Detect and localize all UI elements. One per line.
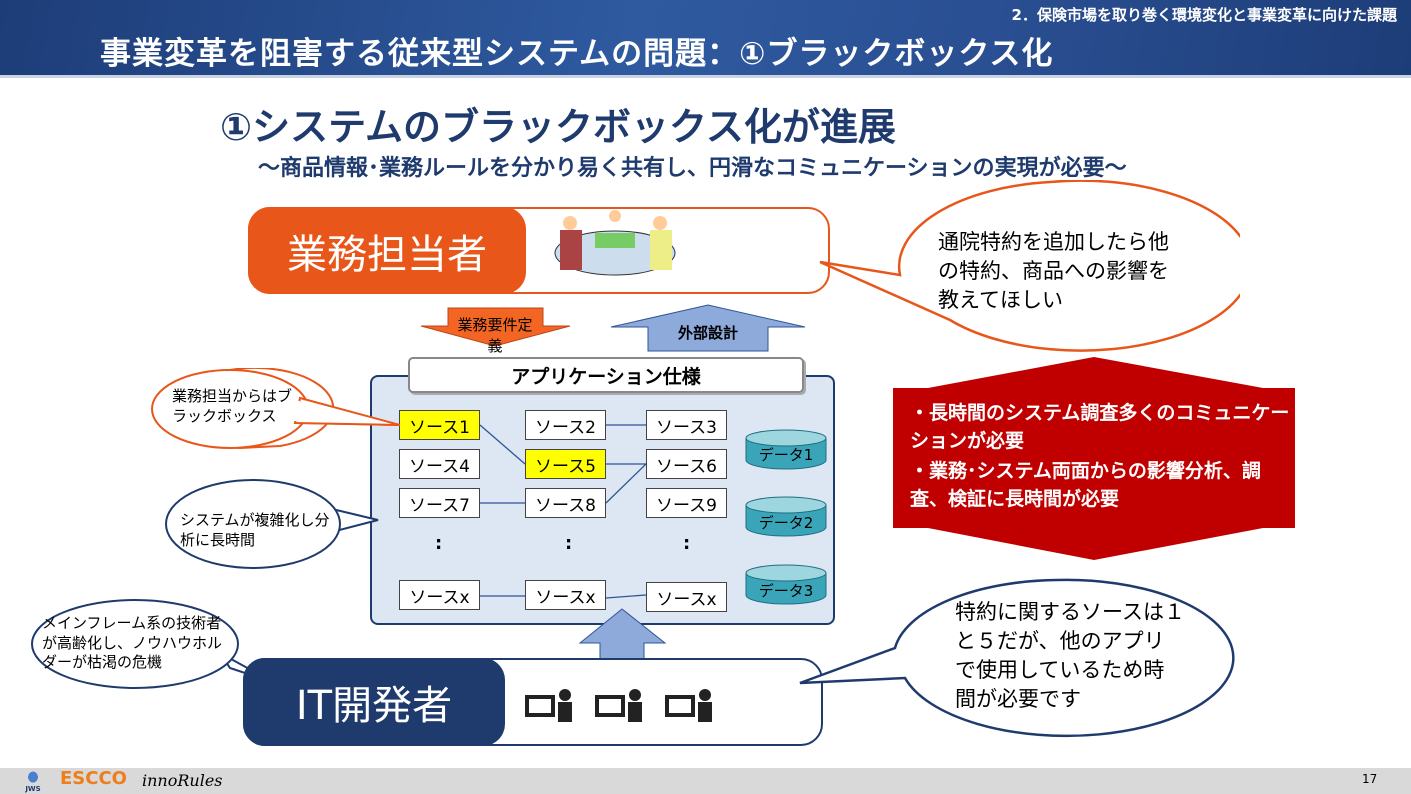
main-heading: ①システムのブラックボックス化が進展 bbox=[220, 105, 896, 149]
it-speech-bubble bbox=[799, 578, 1235, 738]
source-4: ソース4 bbox=[399, 449, 480, 479]
data-1-label: データ1 bbox=[758, 446, 814, 464]
bubble-mainframe-text: メインフレーム系の技術者が高齢化し、ノウハウホルダーが枯渇の危機 bbox=[42, 614, 223, 671]
source-5: ソース5 bbox=[525, 449, 606, 479]
header-band bbox=[0, 0, 1411, 78]
red-box-text-1: ・長時間のシステム調査多くのコミュニケーションが必要 bbox=[910, 402, 1290, 452]
source-8: ソース8 bbox=[525, 488, 606, 518]
data-3-label: データ3 bbox=[758, 582, 814, 600]
business-bubble-text: 通院特約を追加したら他の特約、商品への影響を教えてほしい bbox=[938, 230, 1169, 312]
bubble-blackbox-text: 業務担当からはブラックボックス bbox=[172, 387, 293, 426]
database-icon bbox=[745, 496, 827, 537]
source-7: ソース7 bbox=[399, 488, 480, 518]
bubble-outline-1 bbox=[151, 369, 400, 449]
business-label: 業務担当者 bbox=[248, 207, 526, 294]
jws-logo: JWS bbox=[18, 768, 48, 794]
database-icon bbox=[745, 564, 827, 605]
source-6: ソース6 bbox=[646, 449, 727, 479]
business-speech-bubble bbox=[819, 180, 1240, 352]
ellipsis: : bbox=[565, 533, 573, 554]
up-arrow-label: 外部設計 bbox=[677, 324, 738, 342]
down-arrow bbox=[420, 307, 571, 347]
bubble-complex-text: システムが複雑化し分析に長時間 bbox=[180, 511, 330, 550]
source-2: ソース2 bbox=[525, 410, 606, 440]
source-3: ソース3 bbox=[646, 410, 727, 440]
application-spec-title: アプリケーション仕様 bbox=[408, 357, 804, 393]
slide-title: 事業変革を阻害する従来型システムの問題：①ブラックボックス化 bbox=[100, 36, 1054, 72]
escco-logo: ESCCO bbox=[60, 768, 127, 789]
sub-heading: ～商品情報･業務ルールを分かり易く共有し、円滑なコミュニケーションの実現が必要～ bbox=[258, 156, 1127, 181]
it-bubble-text: 特約に関するソースは１と５だが、他のアプリで使用しているため時間が必要です bbox=[955, 600, 1185, 711]
it-label: IT開発者 bbox=[243, 658, 505, 746]
source-9: ソース9 bbox=[646, 488, 727, 518]
source-x: ソースx bbox=[646, 582, 727, 612]
section-title: 2．保険市場を取り巻く環境変化と事業変革に向けた課題 bbox=[1011, 6, 1397, 24]
developers-icon bbox=[525, 689, 712, 722]
database-icon bbox=[745, 429, 827, 470]
ellipsis: : bbox=[683, 533, 691, 554]
bubble-outline-2 bbox=[165, 479, 379, 569]
source-links bbox=[479, 424, 647, 599]
source-1: ソース1 bbox=[399, 410, 480, 440]
down-arrow-label: 業務要件定義 bbox=[457, 316, 533, 355]
page-number: 17 bbox=[1362, 772, 1378, 786]
data-2-label: データ2 bbox=[758, 514, 814, 532]
source-x: ソースx bbox=[525, 580, 606, 610]
meeting-people-icon bbox=[554, 210, 676, 276]
innorules-logo: innoRules bbox=[142, 771, 223, 790]
footer bbox=[0, 768, 1411, 794]
red-box-text-2: ・業務･システム両面からの影響分析、調査、検証に長時間が必要 bbox=[910, 460, 1261, 510]
red-double-arrow bbox=[893, 357, 1295, 560]
up-arrow bbox=[610, 304, 806, 352]
source-x: ソースx bbox=[399, 580, 480, 610]
ellipsis: : bbox=[435, 533, 443, 554]
